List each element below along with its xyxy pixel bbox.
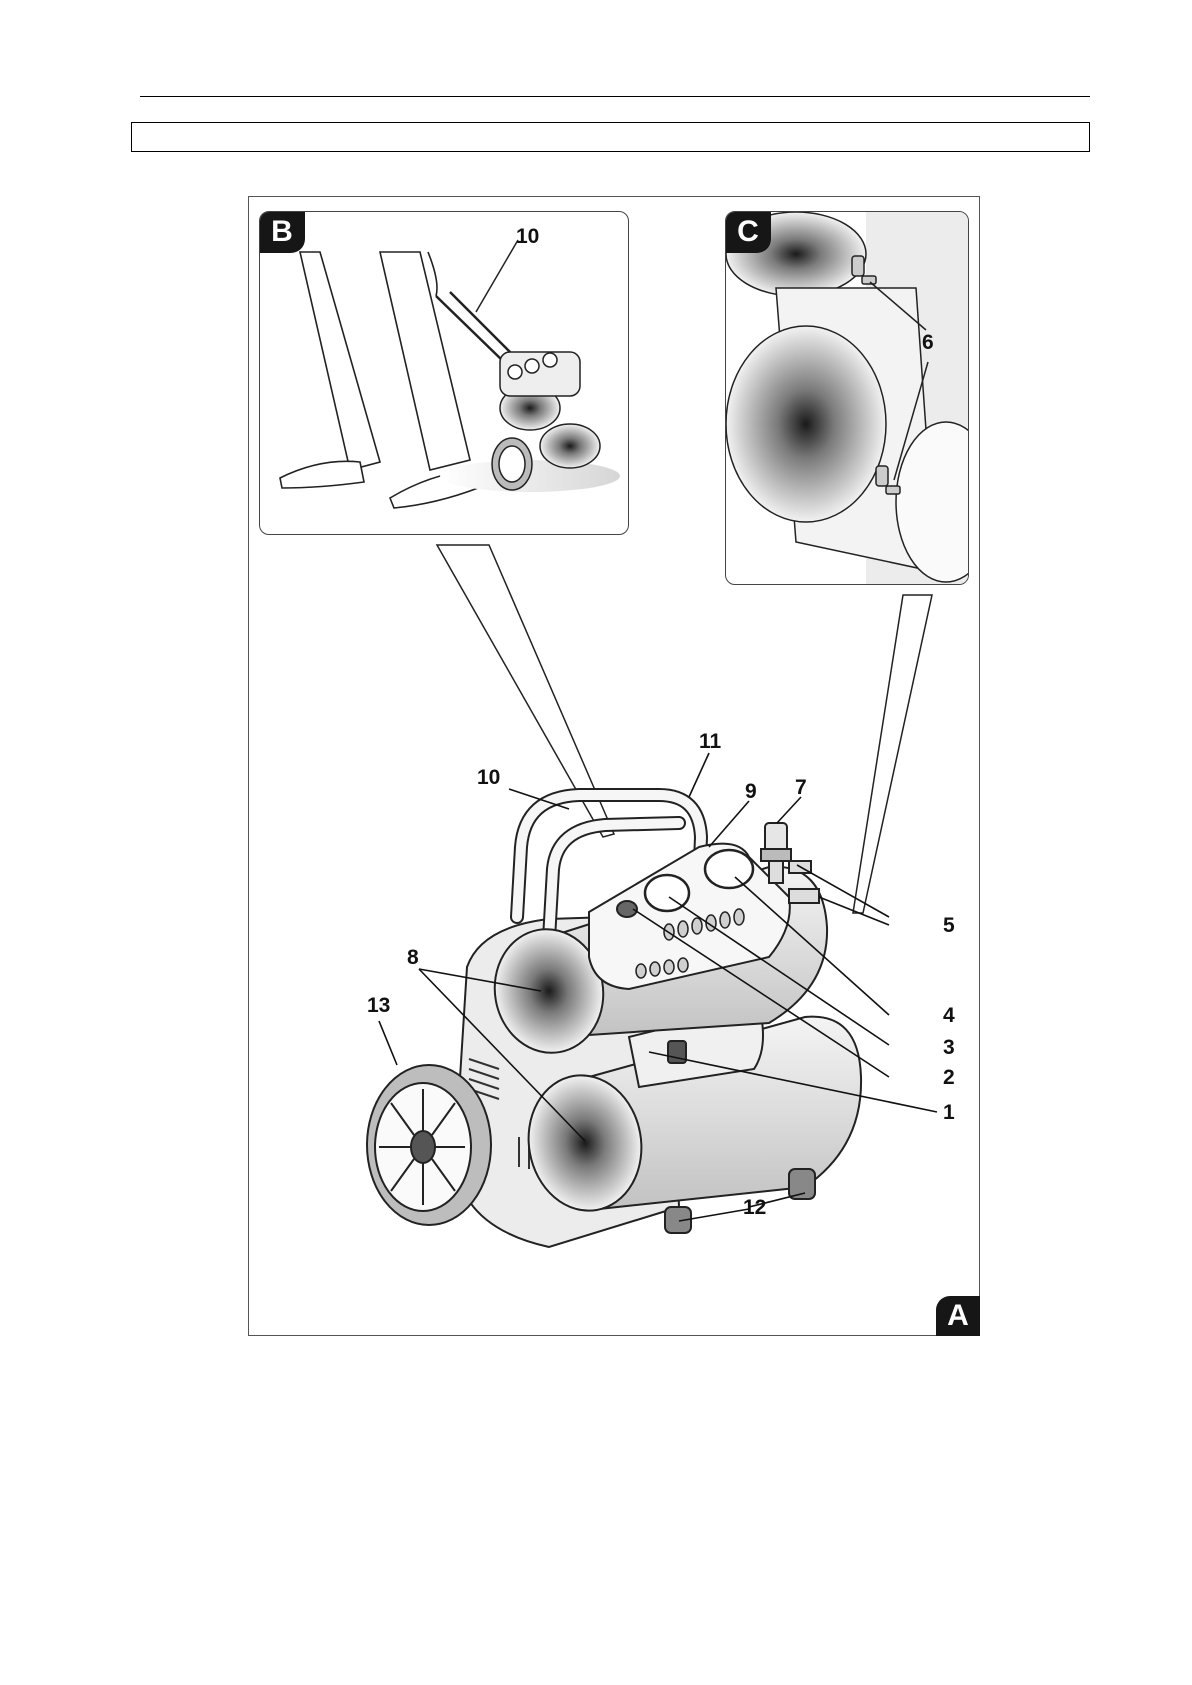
callout-8: 8 bbox=[407, 947, 419, 968]
panel-b-label: B bbox=[259, 211, 305, 253]
callout-b-10: 10 bbox=[516, 226, 539, 247]
walking-transport-illustration bbox=[260, 212, 629, 535]
panel-a-label: A bbox=[936, 1296, 980, 1336]
callout-5: 5 bbox=[943, 915, 955, 936]
inset-c: C 6 bbox=[725, 211, 969, 585]
callout-2: 2 bbox=[943, 1067, 955, 1088]
figure-frame: 1 2 3 4 5 7 8 9 10 11 12 13 A bbox=[248, 196, 980, 1336]
callout-c-6: 6 bbox=[922, 332, 934, 353]
callout-11: 11 bbox=[699, 731, 721, 752]
callout-1: 1 bbox=[943, 1102, 955, 1123]
leader-beam-c bbox=[853, 595, 932, 913]
callout-9: 9 bbox=[745, 781, 757, 802]
callout-13: 13 bbox=[367, 995, 390, 1016]
callout-4: 4 bbox=[943, 1005, 955, 1026]
drain-valve-closeup-illustration bbox=[726, 212, 969, 585]
header-box bbox=[131, 122, 1090, 152]
callout-10: 10 bbox=[477, 767, 500, 788]
callout-3: 3 bbox=[943, 1037, 955, 1058]
callout-12: 12 bbox=[743, 1197, 766, 1218]
panel-c-label: C bbox=[725, 211, 771, 253]
callout-7: 7 bbox=[795, 777, 807, 798]
header-rule bbox=[140, 96, 1090, 97]
inset-b: B 10 bbox=[259, 211, 629, 535]
